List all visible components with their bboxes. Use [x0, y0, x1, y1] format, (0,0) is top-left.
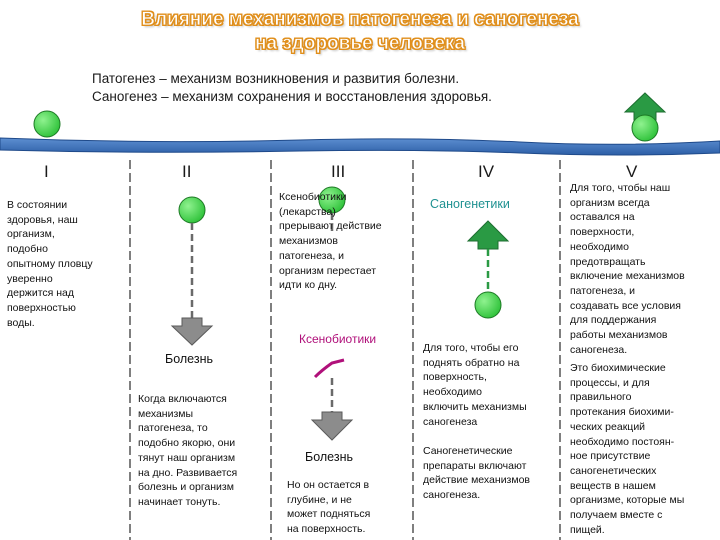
- text-line: Но он остается в: [287, 479, 370, 491]
- col4-description-1: Для того, чтобы его поднять обратно на п…: [423, 341, 559, 429]
- text-line: организм перестает: [279, 264, 377, 277]
- text-line: уверенно: [7, 272, 53, 285]
- text-line: саногенеза: [423, 415, 478, 428]
- col2-disease-label: Болезнь: [165, 352, 213, 366]
- text-line: необходимо: [570, 240, 629, 253]
- text-line: опытному пловцу: [7, 257, 93, 270]
- text-line: патогенеза, и: [279, 249, 345, 262]
- text-line: на поверхность.: [287, 523, 366, 536]
- text-line: идти ко дну.: [279, 279, 338, 292]
- text-line: веществ в нашем: [570, 479, 656, 492]
- organism-ball-col1: [33, 110, 61, 138]
- text-line: протекания биохими-: [570, 406, 674, 419]
- text-line: препараты включают: [423, 459, 527, 472]
- text-line: здоровья, наш: [7, 213, 78, 226]
- text-line: болезнь и организм: [138, 481, 234, 494]
- text-line: воды.: [7, 316, 35, 329]
- text-line: включить механизмы: [423, 400, 527, 413]
- col5-description-2: Это биохимические процессы, и для правил…: [570, 361, 718, 537]
- anchor-arrow-col3: [310, 411, 354, 441]
- text-line: начинает тонуть.: [138, 495, 221, 508]
- column-label-1: I: [44, 162, 49, 181]
- text-line: организм,: [7, 228, 55, 241]
- text-line: необходимо постоян-: [570, 435, 675, 448]
- text-line: включение механизмов: [570, 270, 685, 283]
- text-line: глубине, и не: [287, 493, 352, 506]
- xenobiotic-cut-mark: [313, 358, 345, 379]
- water-surface: [0, 137, 720, 156]
- column-label-5: V: [626, 162, 638, 181]
- col4-description-2: Саногенетические препараты включают дейс…: [423, 444, 559, 503]
- text-line: организме, которые мы: [570, 494, 685, 507]
- text-line: Для того, чтобы наш: [570, 182, 671, 194]
- text-line: на дно. Развивается: [138, 466, 238, 479]
- col4-sanogenetics-label: Саногенетики: [430, 197, 510, 211]
- page-title-line2: на здоровье человека: [255, 33, 466, 54]
- col3-description: Ксенобиотики (лекарства) прерывают дейст…: [279, 190, 411, 293]
- col2-description: Когда включаются механизмы патогенеза, т…: [138, 392, 268, 510]
- definitions: Патогенез – механизм возникновения и раз…: [92, 70, 492, 106]
- text-line: поверхность,: [423, 371, 487, 384]
- text-line: (лекарства): [279, 205, 336, 218]
- organism-ball-col4: [474, 291, 502, 319]
- text-line: механизмы: [138, 407, 194, 420]
- col1-description: В состоянии здоровья, наш организм, подо…: [7, 198, 129, 330]
- page-title-line1: Влияние механизмов патогенеза и саногене…: [141, 9, 579, 30]
- text-line: прерывают действие: [279, 220, 382, 233]
- text-line: патогенеза, то: [138, 422, 208, 435]
- column-label-2: II: [182, 162, 192, 181]
- text-line: может подняться: [287, 508, 371, 521]
- text-line: организм всегда: [570, 196, 650, 209]
- definition-pathogenesis: Патогенез – механизм возникновения и раз…: [92, 71, 460, 86]
- text-line: Это биохимические: [570, 362, 666, 374]
- anchor-arrow-col2: [170, 317, 214, 346]
- text-line: Саногенетические: [423, 445, 513, 457]
- text-line: саногенетических: [570, 464, 657, 477]
- col3-xenobiotics-label: Ксенобиотики: [299, 332, 377, 346]
- col3-disease-label: Болезнь: [305, 450, 353, 464]
- text-line: поднять обратно на: [423, 356, 520, 369]
- text-line: ное присутствие: [570, 450, 651, 463]
- sanogenesis-arrow-col4: [466, 220, 510, 250]
- text-line: подобно: [7, 243, 48, 256]
- text-line: Для того, чтобы его: [423, 342, 519, 354]
- text-line: ческих реакций: [570, 420, 646, 433]
- text-line: тянут наш организм: [138, 451, 236, 464]
- text-line: работы механизмов: [570, 329, 668, 342]
- text-line: держится над: [7, 287, 75, 300]
- text-line: оставался на: [570, 211, 635, 224]
- text-line: саногенеза.: [570, 343, 628, 356]
- column-label-4: IV: [478, 162, 495, 181]
- text-line: В состоянии: [7, 199, 68, 211]
- text-line: подобно якорю, они: [138, 437, 236, 450]
- text-line: поверхности,: [570, 226, 635, 239]
- text-line: правильного: [570, 391, 632, 404]
- organism-ball-col2: [178, 196, 206, 224]
- col3-bottom-description: Но он остается в глубине, и не может под…: [287, 478, 411, 537]
- organism-ball-col5: [631, 114, 659, 142]
- text-line: патогенеза, и: [570, 284, 636, 297]
- text-line: поверхностью: [7, 301, 76, 314]
- column-label-3: III: [331, 162, 346, 181]
- definition-sanogenesis: Саногенез – механизм сохранения и восста…: [92, 89, 492, 104]
- text-line: создавать все условия: [570, 299, 681, 312]
- text-line: процессы, и для: [570, 376, 650, 389]
- text-line: необходимо: [423, 386, 482, 399]
- text-line: предотвращать: [570, 255, 646, 268]
- text-line: Когда включаются: [138, 393, 227, 405]
- text-line: саногенеза.: [423, 489, 481, 502]
- text-line: действие механизмов: [423, 474, 531, 487]
- col5-description-1: Для того, чтобы наш организм всегда оста…: [570, 181, 718, 357]
- text-line: для поддержания: [570, 314, 657, 327]
- text-line: получаем вместе с: [570, 509, 663, 522]
- text-line: Ксенобиотики: [279, 191, 347, 203]
- text-line: механизмов: [279, 235, 338, 248]
- text-line: пищей.: [570, 523, 605, 536]
